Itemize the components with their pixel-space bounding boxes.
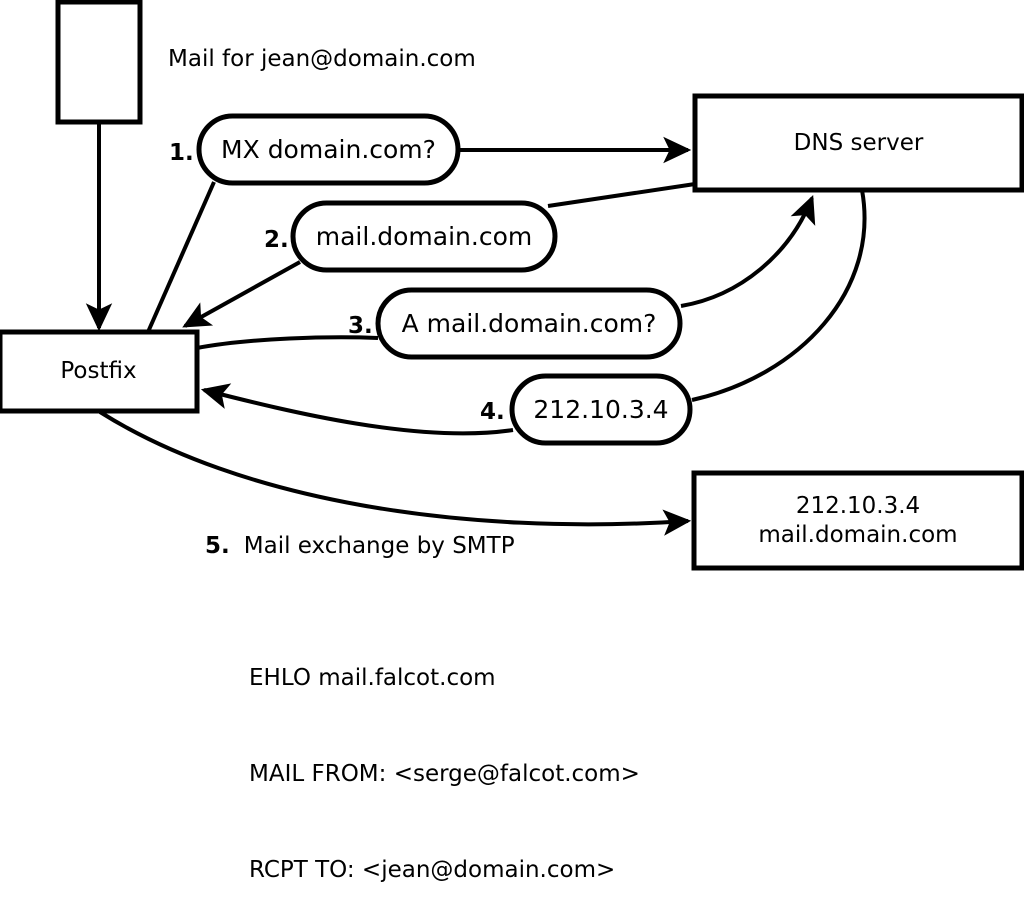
transcript-line-3: RCPT TO: <jean@domain.com> [249, 857, 616, 883]
transcript-line-2: MAIL FROM: <serge@falcot.com> [249, 761, 640, 787]
step-number-2: 2. [264, 227, 289, 253]
step-label-5: Mail exchange by SMTP [243, 533, 515, 559]
step-number-5: 5. [205, 533, 230, 559]
node-mail-source [55, 0, 143, 125]
edge-dns-to-step2 [547, 182, 696, 208]
smtp-transcript: EHLO mail.falcot.com MAIL FROM: <serge@f… [249, 598, 640, 919]
step-label-2: mail.domain.com [315, 222, 533, 251]
transcript-line-1: EHLO mail.falcot.com [249, 665, 496, 691]
edge-dns-to-step4 [691, 189, 867, 402]
step-bubble-2 [290, 200, 558, 273]
step-label-4: 212.10.3.4 [533, 395, 669, 424]
edge-step4-to-postfix [200, 383, 514, 436]
step-bubble-3 [375, 287, 683, 360]
diagram-title: Mail for jean@domain.com [168, 46, 476, 72]
node-postfix [0, 329, 200, 414]
node-dns-server [692, 93, 1024, 193]
edge-step3-to-dns [680, 195, 816, 308]
step-bubble-4 [509, 373, 693, 446]
step-label-3: A mail.domain.com? [401, 309, 657, 338]
edge-step2-to-postfix [182, 260, 301, 328]
step-5-caption: 5. Mail exchange by SMTP [205, 533, 515, 559]
step-number-3: 3. [348, 313, 373, 339]
step-number-4: 4. [480, 399, 505, 425]
edge-postfix-to-step1 [146, 181, 216, 333]
node-target-host [691, 470, 1024, 571]
step-number-1: 1. [169, 140, 194, 166]
edge-postfix-to-target [98, 410, 692, 536]
edge-postfix-to-step3 [196, 335, 379, 350]
step-label-1: MX domain.com? [221, 135, 436, 164]
step-bubble-1 [196, 113, 461, 186]
